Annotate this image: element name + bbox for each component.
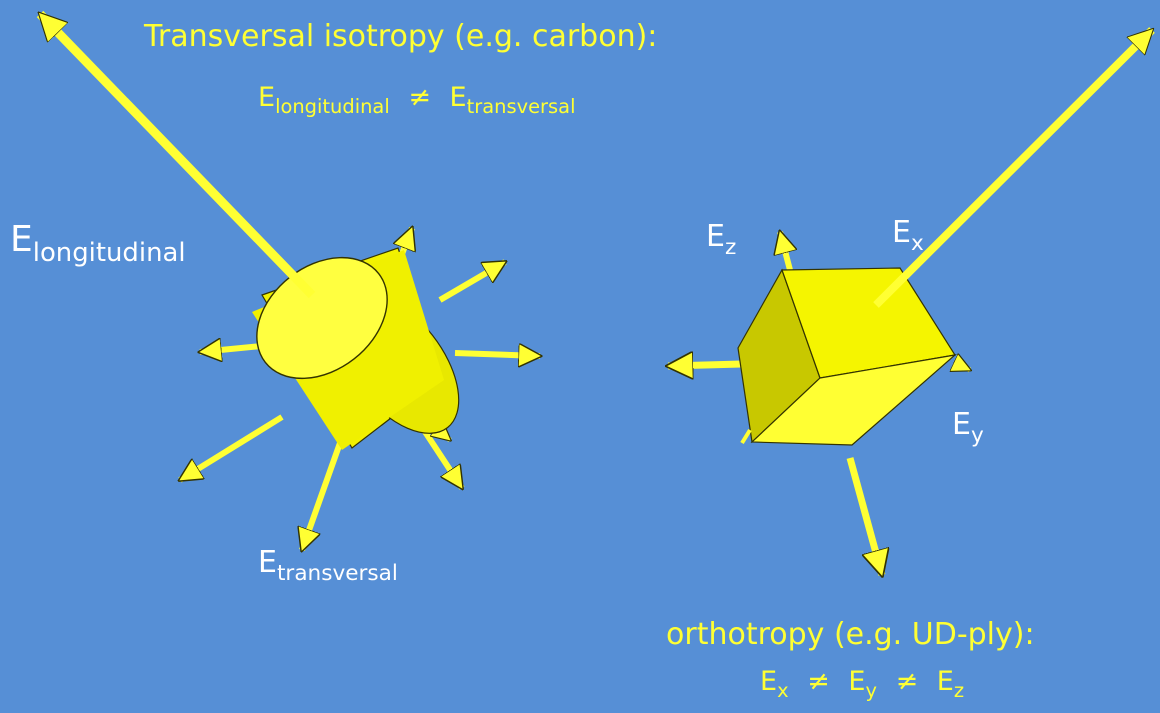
transversal-isotropy-figure — [36, 10, 540, 550]
ex-label-sub: x — [910, 231, 924, 257]
ey-label-sub: y — [970, 423, 984, 449]
eq-sub-transversal: transversal — [466, 95, 576, 119]
eq-e-transversal: E — [449, 82, 467, 113]
transverse-arrow-upright — [438, 259, 505, 303]
ez-label-sub: z — [724, 235, 737, 261]
transversal-label-e: E — [258, 545, 277, 580]
transversal-equation: Elongitudinal ≠ Etransversal — [258, 82, 575, 117]
transverse-arrow-downleft — [180, 414, 284, 483]
eq-ez: E — [936, 666, 954, 697]
longitudinal-label-e: E — [10, 219, 33, 260]
ez-arrow — [780, 232, 790, 271]
eq-ey: E — [848, 666, 866, 697]
ex-label-e: E — [892, 215, 911, 250]
longitudinal-label: Elongitudinal — [10, 219, 186, 266]
eq-ex: E — [760, 666, 778, 697]
eq-ez-sub: z — [953, 679, 965, 703]
ey-label-e: E — [952, 407, 971, 442]
ex-label: Ex — [892, 215, 924, 255]
transversal-label-sub: transversal — [276, 561, 398, 587]
transversal-label: Etransversal — [258, 545, 398, 585]
left-axis-arrow — [668, 364, 743, 366]
down-arrow — [846, 457, 882, 575]
ez-label: Ez — [706, 219, 736, 259]
eq-ex-sub: x — [777, 679, 789, 703]
ez-label-e: E — [706, 219, 725, 254]
transversal-title: Transversal isotropy (e.g. carbon): — [144, 19, 658, 54]
orthotropy-title: orthotropy (e.g. UD-ply): — [666, 617, 1035, 652]
orthotropy-figure — [668, 27, 1155, 575]
eq-not-equal: ≠ — [408, 82, 431, 113]
transverse-arrow-down — [302, 441, 343, 550]
eq-ey-sub: y — [865, 679, 877, 703]
cube-front-face — [750, 354, 957, 446]
small-lower-left-arrow — [740, 428, 752, 445]
ey-small-arrow — [955, 363, 970, 373]
ey-label: Ey — [952, 407, 984, 447]
eq-op-2: ≠ — [895, 666, 919, 697]
transverse-arrow-right — [454, 353, 540, 356]
ex-arrow — [873, 27, 1155, 308]
orthotropy-equation: Ex ≠ Ey ≠ Ez — [760, 666, 964, 701]
longitudinal-label-sub: longitudinal — [32, 237, 186, 268]
eq-op-1: ≠ — [807, 666, 830, 697]
eq-sub-longitudinal: longitudinal — [275, 95, 390, 119]
eq-e-longitudinal: E — [258, 82, 276, 113]
longitudinal-arrow — [36, 10, 316, 299]
